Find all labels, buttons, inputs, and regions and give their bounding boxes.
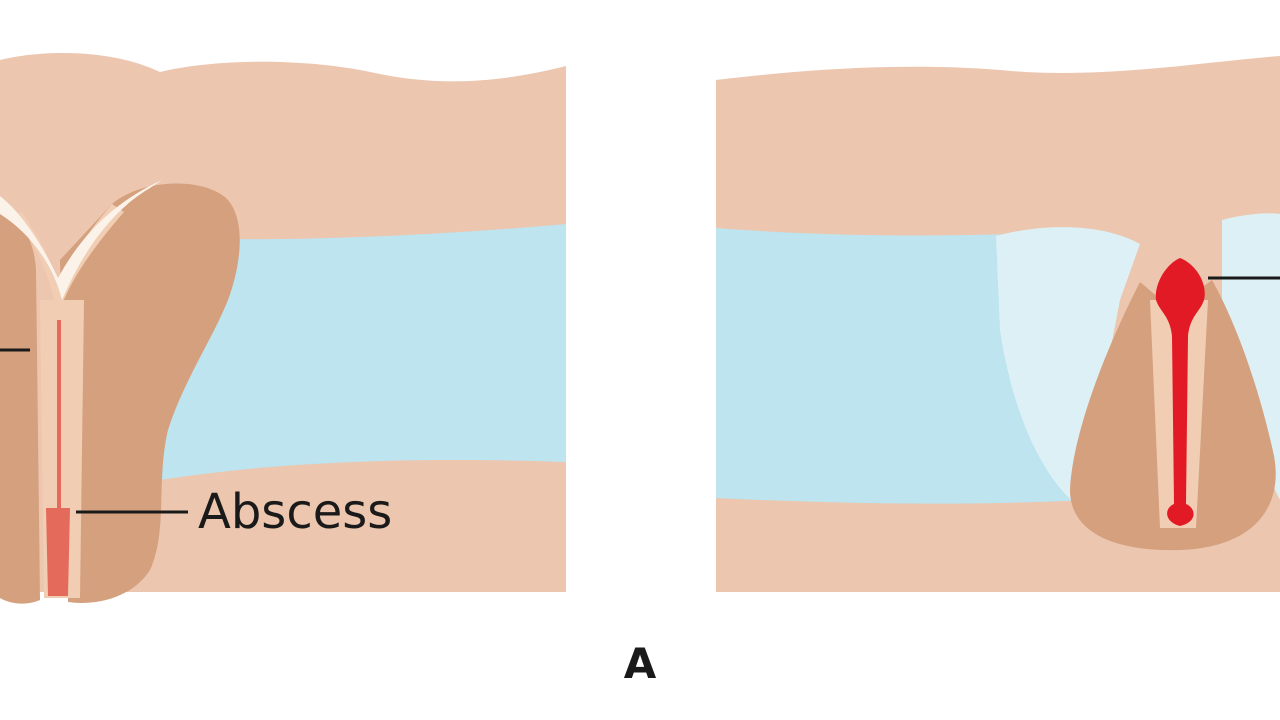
left-blue-band (150, 224, 566, 480)
abscess-label: Abscess (198, 484, 392, 540)
left-enamel (0, 180, 162, 300)
left-tooth (60, 183, 240, 603)
left-abscess-region (46, 508, 70, 596)
right-panel (716, 56, 1280, 592)
right-abscess (1155, 258, 1205, 526)
right-blue-band (716, 228, 1090, 504)
figure-letter: A (624, 639, 657, 688)
left-panel: Abscess (0, 52, 566, 604)
right-crown-left (996, 227, 1140, 508)
left-canal (57, 320, 61, 508)
left-tooth-left (0, 214, 40, 604)
